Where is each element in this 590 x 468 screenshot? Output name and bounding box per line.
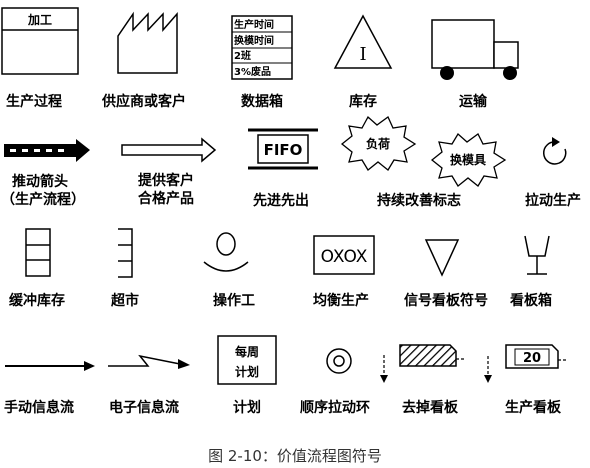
shipment-arrow-label-1: 提供客户 <box>138 172 194 189</box>
electronic-info-arrow-icon <box>108 354 190 369</box>
schedule-symbol: 每周 计划 <box>217 335 277 385</box>
operator-icon <box>203 232 249 272</box>
fifo-text: FIFO <box>264 141 303 159</box>
process-symbol: 加工 <box>1 7 79 75</box>
production-kanban-value: 20 <box>523 351 541 366</box>
kanban-post-label: 看板箱 <box>509 292 552 309</box>
shipment-arrow-icon <box>121 137 217 163</box>
production-kanban-icon: 20 <box>484 344 567 383</box>
inventory-mark: I <box>359 44 366 65</box>
push-arrow-icon <box>4 139 90 162</box>
sequenced-pull-label: 顺序拉动环 <box>300 399 370 416</box>
kaizen-label: 持续改善标志 <box>377 192 461 209</box>
data-box-label: 数据箱 <box>241 93 283 110</box>
schedule-label: 计划 <box>233 399 261 416</box>
data-box-row: 3%废品 <box>234 65 271 78</box>
supplier-label: 供应商或客户 <box>101 93 186 110</box>
sequenced-pull-icon <box>326 348 352 374</box>
kanban-post-icon <box>524 235 550 275</box>
load-leveling-text: OXOX <box>321 247 368 267</box>
pull-label: 拉动生产 <box>525 192 581 209</box>
kaizen-burst-text: 换模具 <box>450 152 486 167</box>
truck-icon <box>431 19 519 80</box>
kaizen-burst-text: 负荷 <box>366 136 390 151</box>
inventory-label: 库存 <box>349 93 377 110</box>
push-arrow-label-2: （生产流程） <box>1 191 85 208</box>
figure-caption: 图 2-10：价值流程图符号 <box>208 447 382 465</box>
fifo-symbol: FIFO <box>248 128 318 170</box>
supermarket-icon <box>118 228 133 278</box>
signal-kanban-icon <box>424 239 460 277</box>
shipment-label: 运输 <box>459 93 488 110</box>
pull-circle-icon <box>542 137 567 165</box>
shipment-arrow-label-2: 合格产品 <box>138 190 194 207</box>
withdrawal-kanban-label: 去掉看板 <box>402 399 459 416</box>
factory-icon <box>117 11 178 74</box>
fifo-label: 先进先出 <box>253 192 309 209</box>
load-leveling-symbol: OXOX <box>313 235 375 275</box>
operator-label: 操作工 <box>213 292 255 309</box>
load-leveling-label: 均衡生产 <box>313 292 369 309</box>
data-box-symbol: 生产时间 换模时间 2班 3%废品 <box>231 15 293 80</box>
inventory-triangle-icon: I <box>333 14 393 69</box>
process-header: 加工 <box>27 12 52 27</box>
process-label: 生产过程 <box>6 93 62 110</box>
data-box-row: 生产时间 <box>234 18 274 31</box>
kaizen-burst-icon: 负荷 换模具 <box>340 115 507 187</box>
schedule-line-1: 每周 <box>235 344 259 359</box>
schedule-line-2: 计划 <box>235 364 259 379</box>
manual-info-arrow-icon <box>5 361 95 371</box>
supermarket-label: 超市 <box>110 292 139 309</box>
data-box-row: 换模时间 <box>234 34 274 47</box>
withdrawal-kanban-icon <box>380 344 465 383</box>
production-kanban-label: 生产看板 <box>505 399 562 416</box>
signal-kanban-label: 信号看板符号 <box>404 292 488 309</box>
data-box-row: 2班 <box>234 49 251 62</box>
buffer-stock-icon <box>25 228 51 277</box>
manual-info-label: 手动信息流 <box>4 399 74 416</box>
buffer-label: 缓冲库存 <box>9 292 65 309</box>
push-arrow-label-1: 推动箭头 <box>12 173 68 190</box>
electronic-info-label: 电子信息流 <box>109 399 179 416</box>
